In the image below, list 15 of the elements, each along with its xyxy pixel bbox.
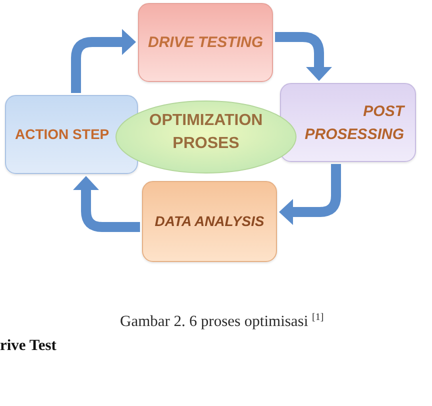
curved-arrow — [73, 176, 140, 232]
process-box — [142, 181, 277, 262]
curved-arrow — [71, 29, 136, 93]
box-label: ACTION STEP — [15, 125, 110, 144]
process-box — [5, 95, 138, 174]
box-label: DRIVE TESTING — [148, 33, 263, 53]
process-box — [280, 83, 416, 162]
center-ellipse — [115, 100, 297, 174]
ellipse-label: OPTIMIZATION PROSES — [148, 110, 264, 154]
figure-caption: Gambar 2. 6 proses optimisasi $^{[1]}$ — [120, 312, 324, 332]
box-label: POST PROSESSING — [304, 102, 404, 144]
section-heading: rive Test — [0, 336, 56, 356]
box-label: DATA ANALYSIS — [154, 212, 264, 231]
curved-arrow — [279, 164, 341, 225]
process-box — [138, 3, 273, 82]
